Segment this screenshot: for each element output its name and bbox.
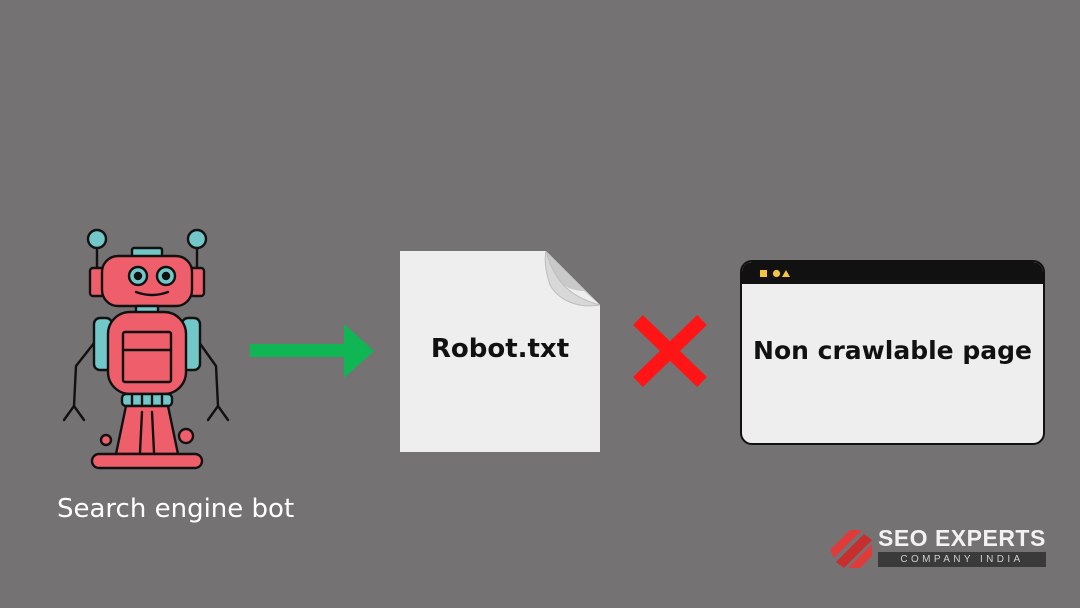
page-label: Non crawlable page	[753, 336, 1032, 365]
arrow-right-icon	[250, 324, 374, 378]
blocked-cross-icon	[630, 312, 710, 390]
company-logo: SEO EXPERTS COMPANY INDIA	[828, 524, 1050, 572]
browser-window-icon: Non crawlable page	[740, 260, 1045, 445]
browser-title-bar	[742, 262, 1043, 284]
logo-title: SEO EXPERTS	[878, 525, 1046, 551]
logo-subtitle: COMPANY INDIA	[878, 552, 1046, 567]
robot-icon	[56, 226, 236, 476]
bot-label: Search engine bot	[57, 494, 295, 524]
window-controls-icon	[758, 266, 798, 280]
robots-file-label: Robot.txt	[430, 334, 570, 364]
document-icon	[400, 250, 601, 452]
logo-mark-icon	[828, 526, 874, 568]
